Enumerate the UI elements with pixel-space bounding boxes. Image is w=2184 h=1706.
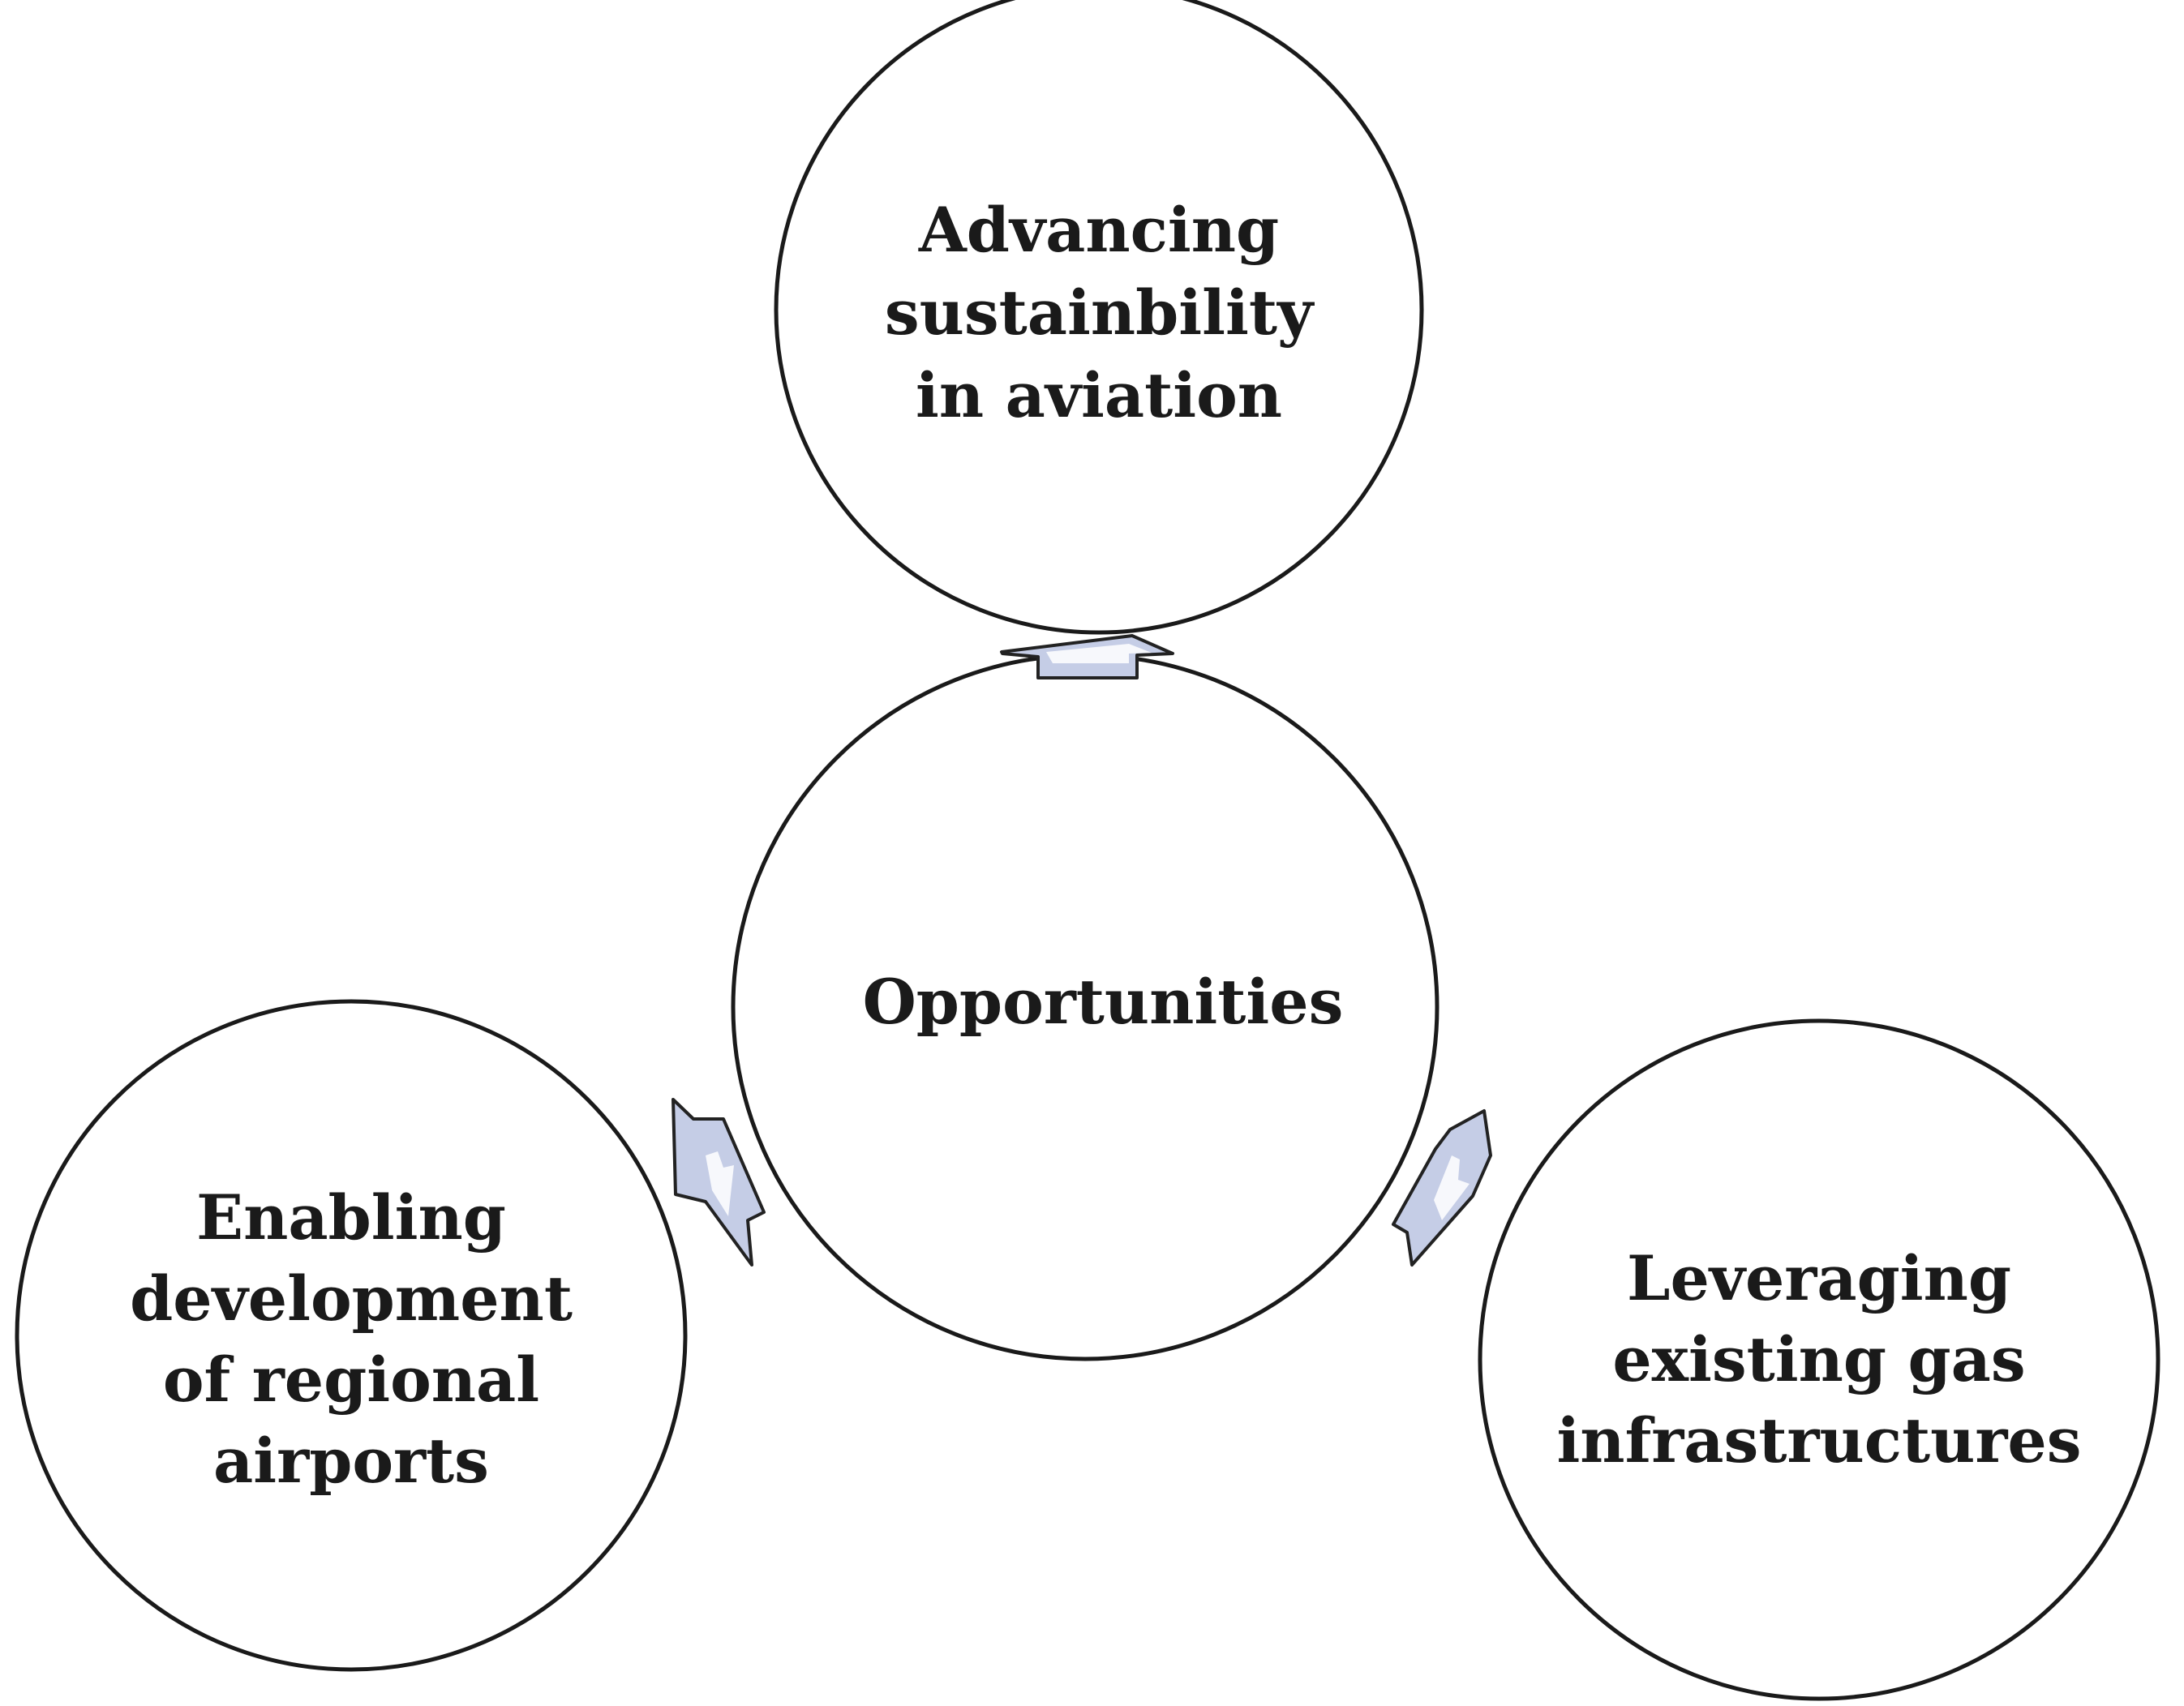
node-sustainability: Advancing sustainbility in aviation [774,0,1424,635]
node-sustainability-line-2: sustainbility [885,276,1315,349]
node-gas-infrastructure-line-3: infrastructures [1556,1404,2081,1477]
node-regional-airports-line-4: airports [213,1425,489,1497]
arrow-to-top [1000,634,1174,679]
node-regional-airports-line-3: of regional [163,1344,539,1416]
node-regional-airports-line-2: development [130,1262,573,1335]
node-gas-infrastructure-line-2: existing gas [1612,1323,2025,1395]
node-gas-infrastructure: Leveraging existing gas infrastructures [1478,1018,2160,1701]
node-sustainability-line-1: Advancing [918,194,1279,266]
arrow-to-right [1392,1109,1492,1267]
node-sustainability-line-3: in aviation [916,359,1282,431]
arrow-to-top-highlight [1046,644,1152,663]
arrow-to-left-highlight [706,1151,734,1216]
arrow-to-left [672,1098,766,1267]
node-regional-airports: Enabling development of regional airport… [15,999,688,1672]
node-sustainability-circle [774,0,1424,635]
node-center-label: Opportunities [863,966,1344,1038]
node-regional-airports-circle [15,999,688,1672]
node-regional-airports-line-1: Enabling [196,1181,506,1254]
node-gas-infrastructure-circle [1478,1018,2160,1701]
node-center: Opportunities [731,653,1440,1361]
arrow-to-right-highlight [1434,1155,1470,1220]
node-gas-infrastructure-line-1: Leveraging [1627,1242,2011,1314]
